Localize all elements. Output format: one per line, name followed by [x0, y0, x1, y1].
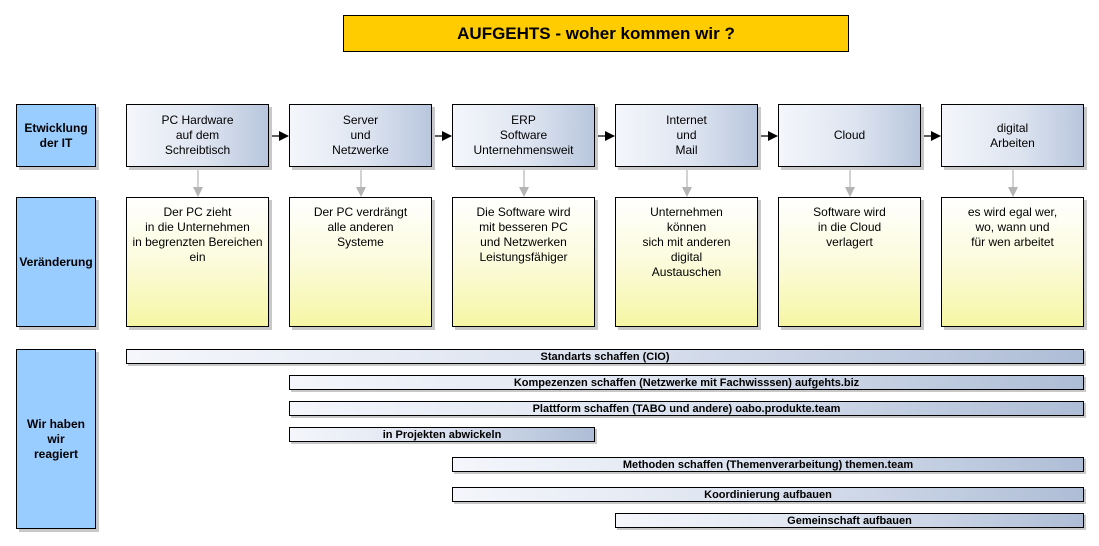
bar-projects: in Projekten abwickeln — [289, 427, 595, 442]
stage-digital: digital Arbeiten — [941, 104, 1084, 167]
change-server: Der PC verdrängt alle anderen Systeme — [289, 197, 432, 327]
bar-competences: Kompezenzen schaffen (Netzwerke mit Fach… — [289, 375, 1084, 390]
change-digital: es wird egal wer, wo, wann und für wen a… — [941, 197, 1084, 327]
stage-pc-hardware: PC Hardware auf dem Schreibtisch — [126, 104, 269, 167]
bar-standards: Standarts schaffen (CIO) — [126, 349, 1084, 364]
row-label-change: Veränderung — [16, 197, 96, 327]
change-internet: Unternehmen können sich mit anderen digi… — [615, 197, 758, 327]
bar-methods: Methoden schaffen (Themenverarbeitung) t… — [452, 457, 1084, 472]
stage-erp: ERP Software Unternehmensweit — [452, 104, 595, 167]
bar-community: Gemeinschaft aufbauen — [615, 513, 1084, 528]
change-cloud: Software wird in die Cloud verlagert — [778, 197, 921, 327]
vertical-arrows — [193, 168, 1018, 197]
row-label-it: Etwicklung der IT — [16, 104, 96, 167]
change-erp: Die Software wird mit besseren PC und Ne… — [452, 197, 595, 327]
stage-server: Server und Netzwerke — [289, 104, 432, 167]
stage-cloud: Cloud — [778, 104, 921, 167]
page-title: AUFGEHTS - woher kommen wir ? — [343, 15, 849, 52]
stage-internet: Internet und Mail — [615, 104, 758, 167]
change-pc-hardware: Der PC zieht in die Unternehmen in begre… — [126, 197, 269, 327]
bar-platform: Plattform schaffen (TABO und andere) oab… — [289, 401, 1084, 416]
bar-coordination: Koordinierung aufbauen — [452, 487, 1084, 502]
row-label-reaction: Wir haben wir reagiert — [16, 349, 96, 529]
